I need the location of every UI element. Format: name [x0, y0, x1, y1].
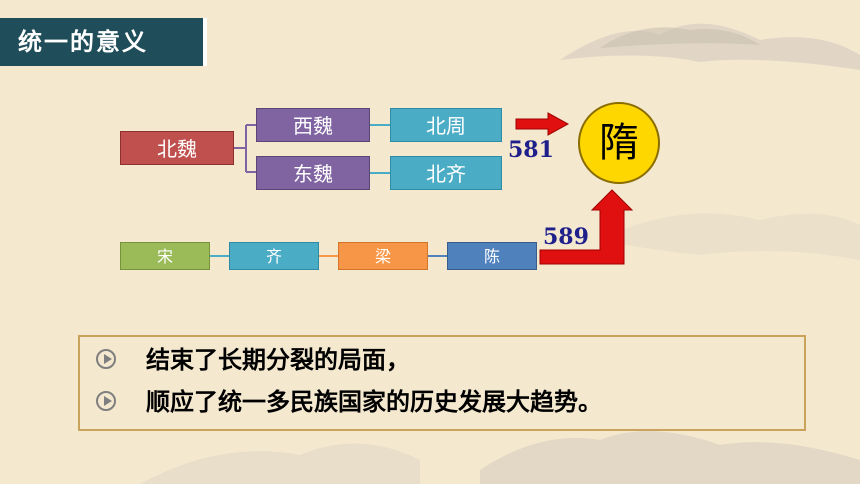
year-label-589: 589 [543, 224, 589, 250]
dynasty-song: 宋 [120, 242, 210, 270]
play-bullet-icon[interactable] [96, 391, 116, 411]
summary-point-text: 顺应了统一多民族国家的历史发展大趋势。 [146, 388, 602, 416]
sui-dynasty-circle: 隋 [578, 102, 660, 184]
title-banner: 统一的意义 [0, 18, 207, 66]
dynasty-chen: 陈 [447, 242, 537, 270]
play-bullet-icon[interactable] [96, 349, 116, 369]
summary-point: 结束了长期分裂的局面， [96, 345, 410, 375]
dynasty-xiwei: 西魏 [256, 108, 370, 142]
dynasty-dongwei: 东魏 [256, 156, 370, 190]
year-label-581: 581 [508, 137, 554, 163]
dynasty-beizhou: 北周 [390, 108, 502, 142]
page-title: 统一的意义 [18, 28, 148, 56]
summary-box: 结束了长期分裂的局面， 顺应了统一多民族国家的历史发展大趋势。 [78, 335, 806, 431]
dynasty-beiqi: 北齐 [390, 156, 502, 190]
dynasty-beiwei: 北魏 [120, 131, 234, 165]
summary-point-text: 结束了长期分裂的局面， [146, 346, 410, 374]
dynasty-liang: 梁 [338, 242, 428, 270]
summary-point: 顺应了统一多民族国家的历史发展大趋势。 [96, 387, 602, 417]
dynasty-qi: 齐 [229, 242, 319, 270]
